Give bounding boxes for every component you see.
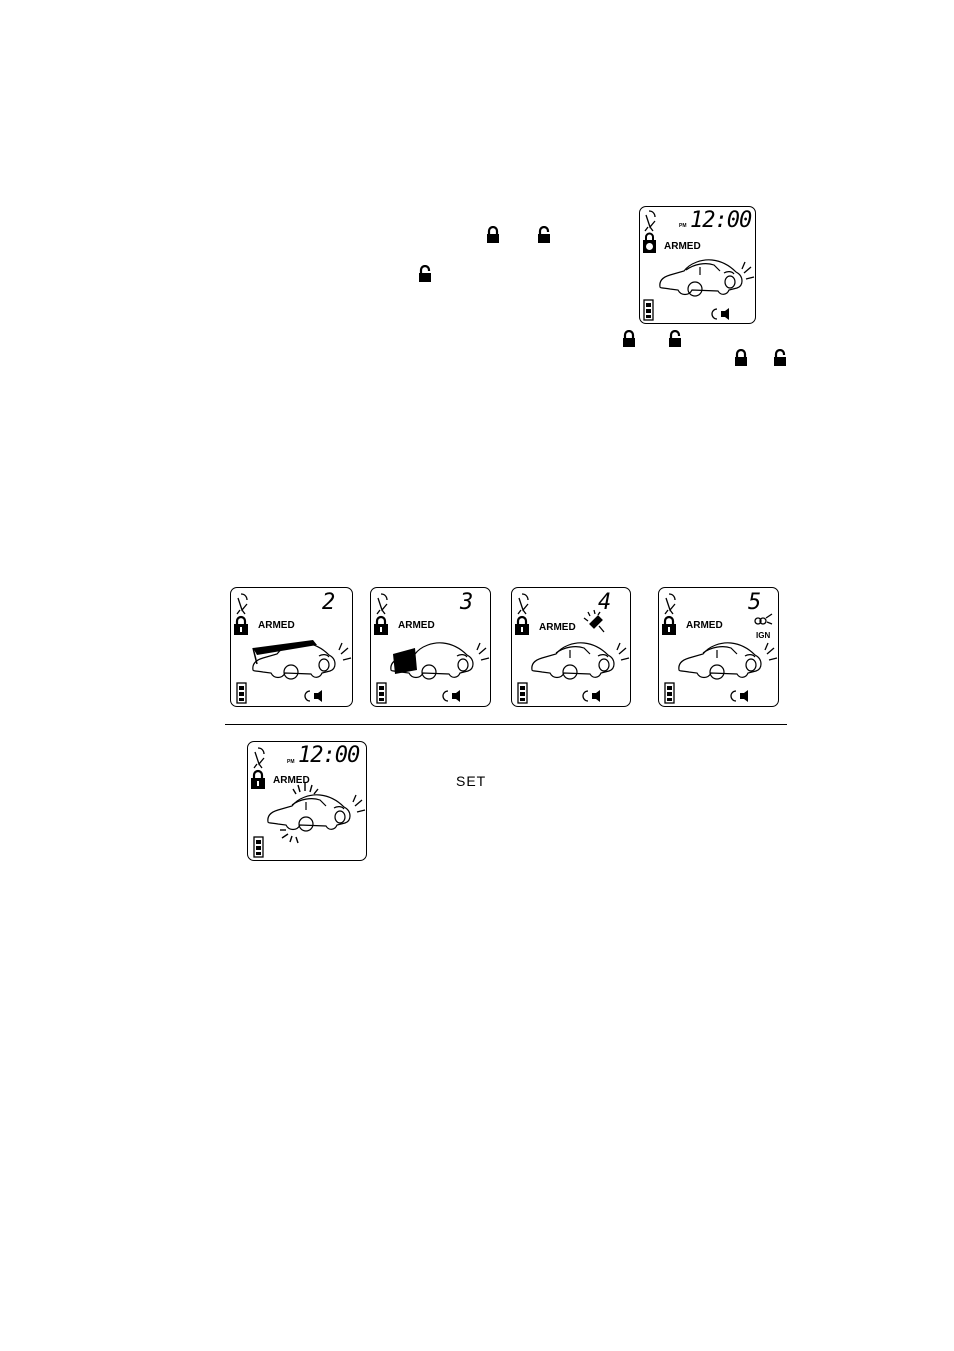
hood-raised-icon: [253, 640, 317, 655]
headlight-flash-icon: [338, 642, 352, 661]
lcd-zone-2-display: 2 ARMED: [230, 587, 353, 707]
lock-closed-icon: [251, 769, 265, 789]
lcd-main-display: PM 12:00 ARMED: [639, 206, 756, 324]
armed-status: ARMED: [539, 622, 576, 633]
zone-number: 3: [460, 590, 474, 615]
armed-status: ARMED: [398, 620, 435, 631]
lcd-zone-5-display: 5 ARMED IGN: [658, 587, 779, 707]
armed-status: ARMED: [258, 620, 295, 631]
battery-icon: [253, 836, 264, 858]
antenna-icon: [236, 593, 248, 615]
lock-closed-icon: [234, 615, 248, 635]
zone-number: 2: [322, 590, 336, 615]
armed-status: ARMED: [686, 620, 723, 631]
antenna-icon: [664, 593, 676, 615]
alarm-burst-icon: [280, 783, 319, 844]
lock-shield-icon: [643, 232, 656, 253]
car-door-open-icon: [390, 642, 474, 680]
speaker-icon: [442, 690, 460, 702]
battery-icon: [376, 682, 387, 704]
lock-open-icon: [419, 265, 431, 282]
ignition-icon: [754, 613, 773, 625]
lock-closed-icon: [662, 615, 676, 635]
lock-closed-icon: [515, 615, 529, 635]
lock-open-icon: [538, 226, 550, 243]
antenna-icon: [644, 210, 656, 232]
clock-time: 12:00: [690, 208, 752, 233]
lock-open-icon: [669, 330, 681, 347]
armed-status: ARMED: [664, 241, 701, 252]
car-icon: [659, 259, 743, 297]
lcd-zone-3-display: 3 ARMED: [370, 587, 491, 707]
car-icon: [531, 642, 615, 680]
armed-status: ARMED: [273, 775, 310, 786]
speaker-icon: [582, 690, 600, 702]
zone-number: 4: [598, 590, 612, 615]
battery-icon: [236, 682, 247, 704]
antenna-icon: [253, 747, 265, 769]
lock-closed-icon: [735, 349, 747, 366]
pm-indicator: PM: [287, 759, 295, 765]
zone-number: 5: [748, 590, 762, 615]
lcd-zone-4-display: 4 ARMED: [511, 587, 631, 707]
battery-icon: [643, 299, 654, 321]
section-divider: [225, 724, 787, 725]
speaker-icon: [730, 690, 748, 702]
car-icon: [678, 642, 762, 680]
speaker-icon: [711, 308, 729, 320]
lcd-alarm-display: PM 12:00 ARMED: [247, 741, 367, 861]
door-open-icon: [393, 648, 417, 674]
clock-time: 12:00: [298, 743, 360, 768]
car-icon: [267, 794, 351, 832]
antenna-icon: [517, 593, 529, 615]
headlight-flash-icon: [352, 794, 366, 813]
battery-icon: [517, 682, 528, 704]
pm-indicator: PM: [679, 223, 687, 229]
ignition-label: IGN: [756, 631, 771, 640]
headlight-flash-icon: [616, 642, 630, 661]
speaker-icon: [304, 690, 322, 702]
lock-closed-icon: [374, 615, 388, 635]
shock-sensor-icon: [583, 609, 605, 633]
lock-closed-icon: [623, 330, 635, 347]
headlight-flash-icon: [764, 642, 778, 661]
lock-closed-icon: [487, 226, 499, 243]
headlight-flash-icon: [741, 261, 755, 280]
set-button-label: SET: [456, 773, 487, 789]
battery-icon: [664, 682, 675, 704]
headlight-flash-icon: [476, 642, 490, 661]
antenna-icon: [376, 593, 388, 615]
lock-open-icon: [774, 349, 786, 366]
